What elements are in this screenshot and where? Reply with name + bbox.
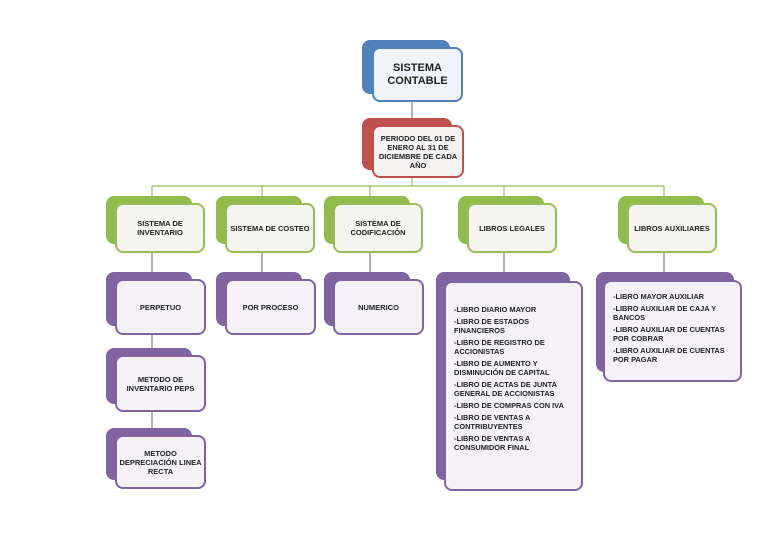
branch-inventario-label: SISTEMA DE INVENTARIO	[115, 203, 205, 253]
period-label: PERIODO DEL 01 DE ENERO AL 31 DE DICIEMB…	[372, 125, 464, 178]
detail-numerico-label: NUMERICO	[333, 279, 424, 335]
branch-costeo-label: SISTEMA DE COSTEO	[225, 203, 315, 253]
detail-por-proceso-label: POR PROCESO	[225, 279, 316, 335]
root-label: SISTEMA CONTABLE	[372, 47, 463, 102]
list-item: -LIBRO DE VENTAS A CONTRIBUYENTES	[454, 413, 531, 431]
list-item: -LIBRO DIARIO MAYOR	[454, 305, 537, 314]
branch-libros-auxiliares-label: LIBROS AUXILIARES	[627, 203, 717, 253]
list-item: -LIBRO DE COMPRAS CON IVA	[454, 401, 564, 410]
branch-codificacion-label: SISTEMA DE CODIFICACIÓN	[333, 203, 423, 253]
list-item: -LIBRO DE REGISTRO DE ACCIONISTAS	[454, 338, 545, 356]
list-item: -LIBRO DE ACTAS DE JUNTA GENERAL DE ACCI…	[454, 380, 557, 398]
list-item: -LIBRO DE AUMENTO Y DISMINUCIÓN DE CAPIT…	[454, 359, 550, 377]
branch-libros-legales-label: LIBROS LEGALES	[467, 203, 557, 253]
list-item: -LIBRO DE VENTAS A CONSUMIDOR FINAL	[454, 434, 531, 452]
detail-perpetuo-label: PERPETUO	[115, 279, 206, 335]
detail-metodo-peps-label: METODO DE INVENTARIO PEPS	[115, 355, 206, 412]
list-item: -LIBRO AUXILIAR DE CUENTAS POR PAGAR	[613, 346, 725, 364]
libros-auxiliares-list: -LIBRO MAYOR AUXILIAR -LIBRO AUXILIAR DE…	[603, 280, 742, 382]
list-item: -LIBRO DE ESTADOS FINANCIEROS	[454, 317, 530, 335]
libros-legales-list: -LIBRO DIARIO MAYOR -LIBRO DE ESTADOS FI…	[444, 281, 583, 491]
list-item: -LIBRO MAYOR AUXILIAR	[613, 292, 705, 301]
list-item: -LIBRO AUXILIAR DE CUENTAS POR COBRAR	[613, 325, 725, 343]
list-item: -LIBRO AUXILIAR DE CAJA Y BANCOS	[613, 304, 717, 322]
detail-metodo-depreciacion-label: METODO DEPRECIACIÓN LINEA RECTA	[115, 435, 206, 489]
